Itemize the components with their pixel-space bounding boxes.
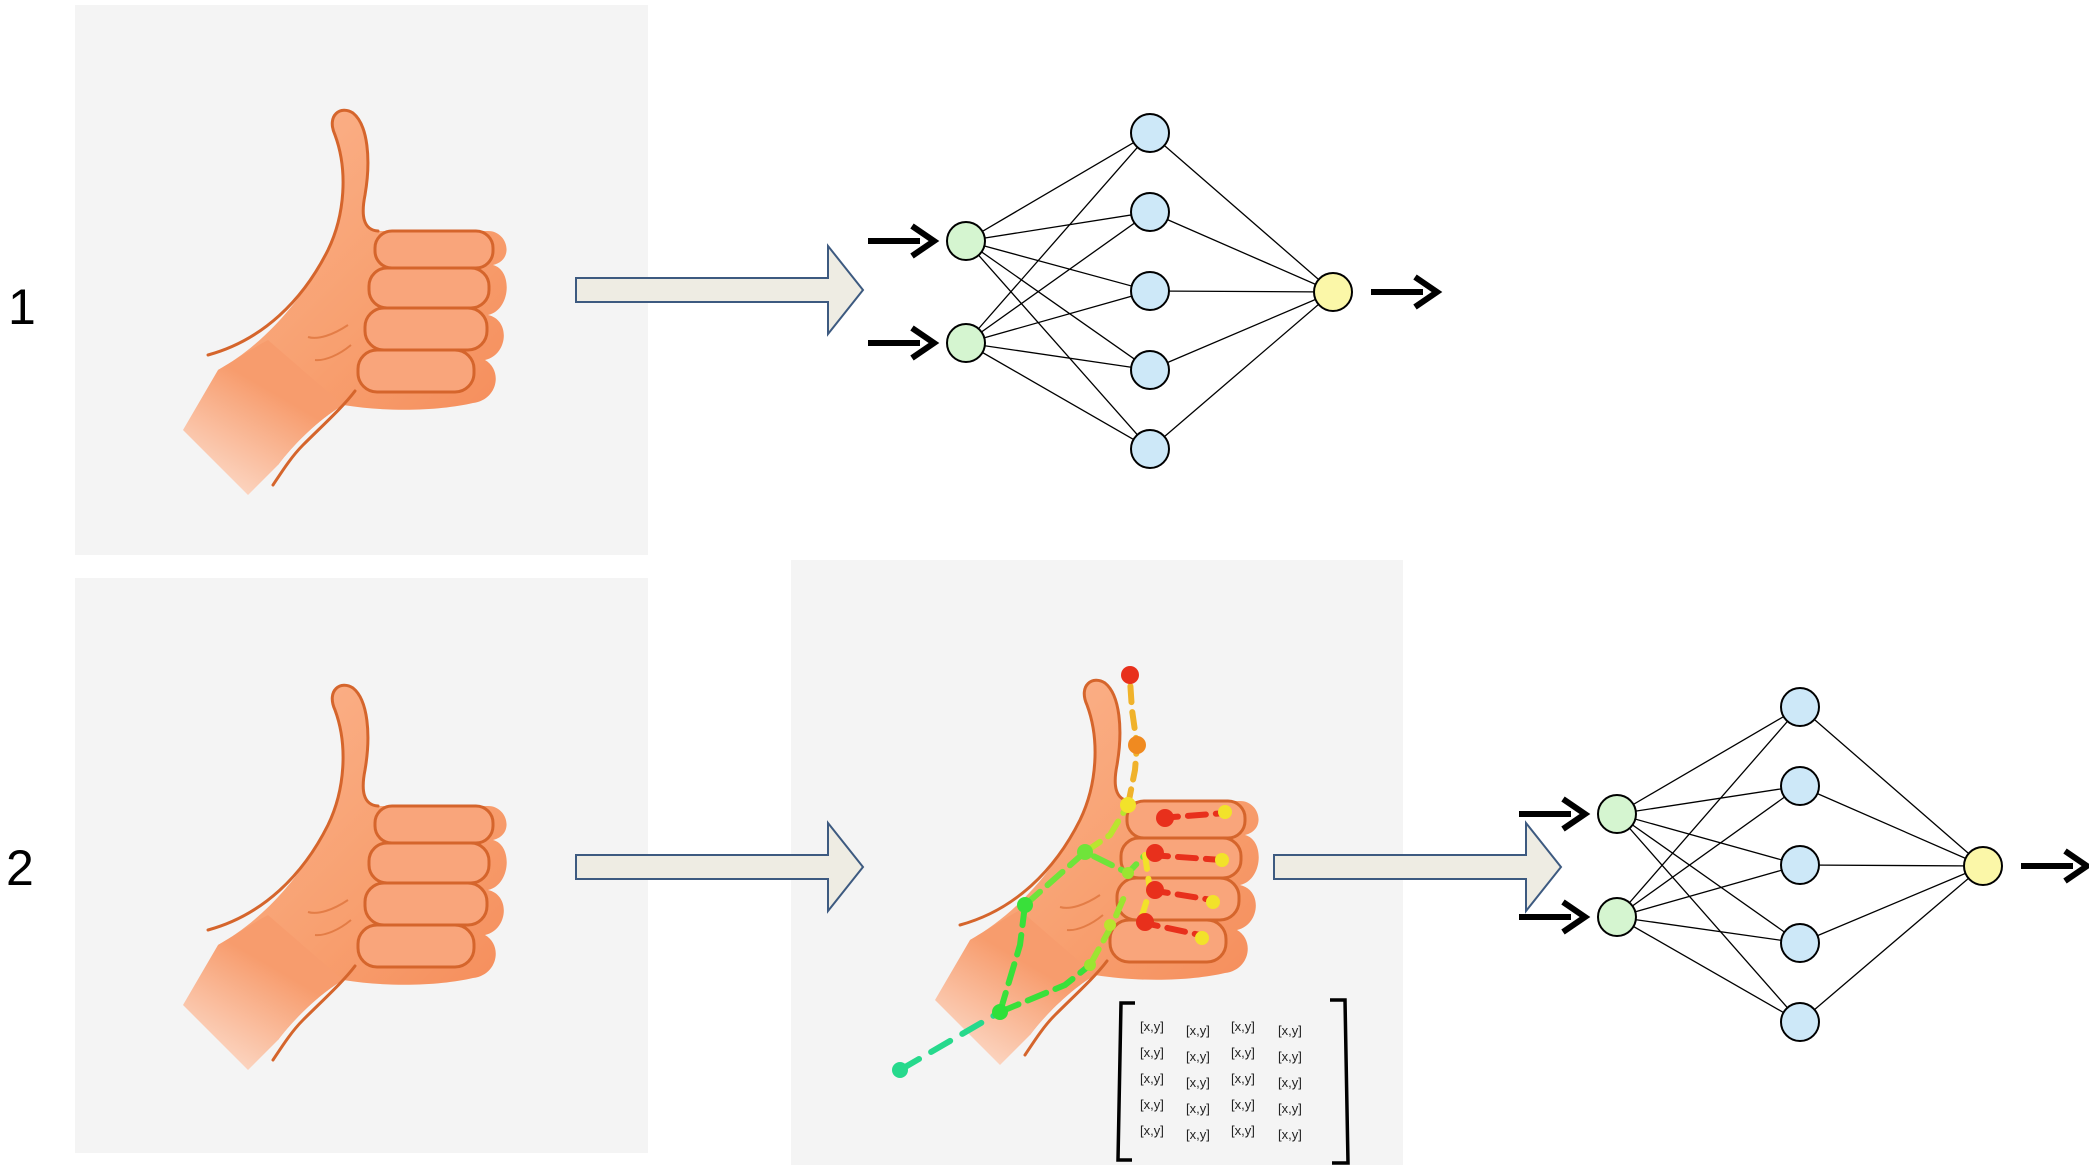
matrix-cell: [x,y] (1186, 1101, 1210, 1116)
edge (965, 132, 1151, 344)
hidden-node (1130, 271, 1170, 311)
matrix-cell: [x,y] (1231, 1019, 1255, 1034)
hidden-node (1780, 1002, 1820, 1042)
hand-landmarks (897, 677, 1228, 1073)
arrow-right-icon (868, 226, 934, 256)
edge (1799, 865, 1984, 944)
matrix-cell: [x,y] (1140, 1097, 1164, 1112)
hidden-node (1780, 687, 1820, 727)
edge (965, 240, 1151, 292)
matrix-cell: [x,y] (1278, 1101, 1302, 1116)
edge (1799, 864, 1984, 867)
edge (1616, 785, 1801, 815)
edge (965, 240, 1151, 450)
edge (1616, 813, 1801, 944)
hidden-node (1130, 429, 1170, 469)
edge (1616, 813, 1801, 1023)
arrow-right-icon (1519, 799, 1585, 829)
edge (965, 290, 1151, 344)
edge (1616, 785, 1801, 918)
edge (1149, 211, 1334, 293)
edge (1149, 132, 1334, 293)
row-label-2: 2 (6, 840, 34, 896)
hidden-node (1130, 113, 1170, 153)
hidden-node (1780, 923, 1820, 963)
edge (965, 211, 1151, 344)
matrix-cell: [x,y] (1231, 1123, 1255, 1138)
edge (965, 342, 1151, 450)
matrix-cell: [x,y] (1186, 1023, 1210, 1038)
edge (965, 240, 1151, 371)
output-node (1963, 846, 2003, 886)
edge (1616, 706, 1801, 918)
landmark-matrix: [x,y] [x,y] [x,y] [x,y] [x,y] [x,y] [x,y] [x,y]… (1116, 998, 1350, 1165)
arrow-right-icon (868, 328, 934, 358)
hand-landmark-points (892, 666, 1232, 1078)
edge (1149, 291, 1334, 450)
output-node (1313, 272, 1353, 312)
matrix-cell: [x,y] (1278, 1049, 1302, 1064)
hidden-node (1780, 845, 1820, 885)
edge (1616, 706, 1801, 815)
hidden-node (1780, 766, 1820, 806)
matrix-cell: [x,y] (1231, 1071, 1255, 1086)
edge (965, 132, 1151, 242)
neural-network-2 (1519, 687, 2087, 1042)
edge (1799, 865, 1984, 1023)
matrix-cell: [x,y] (1278, 1127, 1302, 1142)
edge (965, 211, 1151, 242)
edge (1799, 706, 1984, 867)
matrix-cell: [x,y] (1140, 1019, 1164, 1034)
edge (1149, 290, 1334, 293)
edge (1799, 785, 1984, 867)
matrix-cell: [x,y] (1231, 1097, 1255, 1112)
matrix-cell: [x,y] (1140, 1045, 1164, 1060)
matrix-cell: [x,y] (1231, 1045, 1255, 1060)
edge (1616, 916, 1801, 1023)
connections (965, 132, 1334, 450)
matrix-cell: [x,y] (1278, 1023, 1302, 1038)
input-node (1597, 897, 1637, 937)
input-node (946, 221, 986, 261)
input-node (1597, 794, 1637, 834)
arrow-right-icon (2021, 851, 2087, 881)
matrix-cell: [x,y] (1140, 1123, 1164, 1138)
matrix-cell: [x,y] (1278, 1075, 1302, 1090)
connections (1616, 706, 1984, 1023)
input-node (946, 323, 986, 363)
neural-network-1 (868, 113, 1437, 469)
matrix-cell: [x,y] (1186, 1075, 1210, 1090)
row-label-1: 1 (8, 279, 36, 335)
edge (1616, 813, 1801, 866)
matrix-cell: [x,y] (1140, 1071, 1164, 1086)
edge (1616, 864, 1801, 918)
arrow-right-icon (1371, 277, 1437, 307)
hidden-node (1130, 350, 1170, 390)
matrix-cell: [x,y] (1186, 1049, 1210, 1064)
hidden-node (1130, 192, 1170, 232)
edge (965, 342, 1151, 371)
matrix-cell: [x,y] (1186, 1127, 1210, 1142)
edge (1616, 916, 1801, 944)
edge (1149, 291, 1334, 371)
